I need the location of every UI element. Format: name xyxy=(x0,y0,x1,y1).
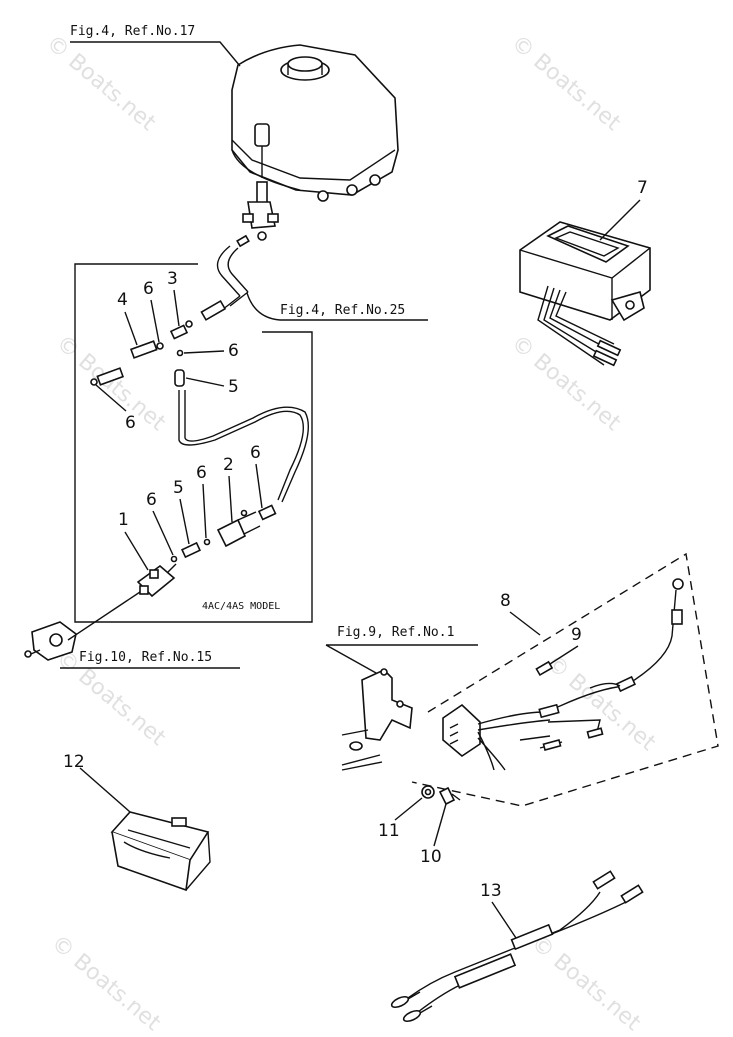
leader-6b xyxy=(183,350,225,354)
oil-tank xyxy=(231,44,399,202)
callout-6b: 6 xyxy=(228,341,239,361)
part-6-clip-b xyxy=(90,378,98,386)
leader-pump-to-bracket xyxy=(67,591,141,641)
leader-7 xyxy=(599,199,641,241)
callout-3: 3 xyxy=(167,269,178,289)
part-6-clip-g xyxy=(170,555,178,563)
tank-valve xyxy=(236,181,279,248)
leader-5b xyxy=(179,498,190,545)
leader-8 xyxy=(509,611,541,636)
callout-6c: 6 xyxy=(125,413,136,433)
watermark-bottom-right: © Boats.net xyxy=(526,930,645,1036)
mounting-bracket xyxy=(341,668,413,771)
part-5-hose-low xyxy=(180,541,202,559)
watermark-top-right: © Boats.net xyxy=(506,30,625,136)
callout-12: 12 xyxy=(63,752,85,772)
parts-10-11 xyxy=(421,785,461,806)
hose-tank-to-pipe xyxy=(216,245,249,297)
part-13-lead xyxy=(390,870,644,1023)
part-4-hose xyxy=(129,340,158,359)
callout-9: 9 xyxy=(571,625,582,645)
part-6-clip-h xyxy=(203,538,211,546)
leader-9 xyxy=(549,645,579,665)
callout-5b: 5 xyxy=(173,478,184,498)
part-6-clip-a xyxy=(156,342,164,350)
leader-2 xyxy=(228,475,233,523)
part-6-clip-e xyxy=(257,504,277,521)
callout-11: 11 xyxy=(378,821,400,841)
part-6-clip-f xyxy=(240,509,248,517)
model-note: 4AC/4AS MODEL xyxy=(202,601,280,612)
model-box-outline xyxy=(74,263,313,623)
leader-4 xyxy=(124,311,138,346)
ref-fig4-ref17: Fig.4, Ref.No.17 xyxy=(70,24,195,39)
part-8-harness xyxy=(442,578,684,771)
leader-fig4-ref17 xyxy=(70,41,241,67)
leader-1 xyxy=(124,531,149,571)
callout-2: 2 xyxy=(223,455,234,475)
leader-6a xyxy=(150,299,160,343)
bracket-fig10 xyxy=(24,621,77,661)
leader-3 xyxy=(173,289,180,327)
ref-fig10-ref15: Fig.10, Ref.No.15 xyxy=(79,650,212,665)
leader-12 xyxy=(79,767,131,813)
leader-13 xyxy=(491,901,517,939)
part-4-hose-b xyxy=(96,367,125,386)
part-3-joint xyxy=(169,324,189,340)
leader-6f xyxy=(152,510,174,556)
part-2-filter xyxy=(216,518,247,548)
callout-6e: 6 xyxy=(196,463,207,483)
leader-6e xyxy=(202,483,207,539)
hose-end-sleeve xyxy=(200,299,227,321)
part-8-dashed-box xyxy=(411,552,719,807)
ref-fig4-ref25: Fig.4, Ref.No.25 xyxy=(280,303,405,318)
leader-5a xyxy=(185,377,225,387)
callout-1: 1 xyxy=(118,510,129,530)
callout-10: 10 xyxy=(420,847,442,867)
part-6-clip-d xyxy=(176,349,184,357)
callout-4: 4 xyxy=(117,290,128,310)
watermark-top-left: © Boats.net xyxy=(41,30,160,136)
part-6-clip-c xyxy=(185,320,193,328)
leader-11 xyxy=(394,797,423,821)
callout-13: 13 xyxy=(480,881,502,901)
callout-6f: 6 xyxy=(146,490,157,510)
leader-6d xyxy=(255,463,263,509)
hose-tank-to-pipe-2 xyxy=(221,291,249,311)
fuel-line xyxy=(178,390,310,503)
callout-8: 8 xyxy=(500,591,511,611)
ref-fig9-ref1: Fig.9, Ref.No.1 xyxy=(337,625,454,640)
part-5-hose-top xyxy=(174,369,185,387)
fuel-line-parts xyxy=(90,320,310,598)
leader-fig9-ref1 xyxy=(325,644,478,679)
leader-fig4-ref25 xyxy=(246,292,428,321)
callout-5a: 5 xyxy=(228,377,239,397)
leader-6c xyxy=(95,384,127,412)
callout-6d: 6 xyxy=(250,443,261,463)
part-10-bolt xyxy=(438,786,456,806)
part-12-switch xyxy=(110,811,211,892)
watermark-bottom-left: © Boats.net xyxy=(46,930,165,1036)
callout-6a: 6 xyxy=(143,279,154,299)
callout-7: 7 xyxy=(637,178,648,198)
part-7-unit xyxy=(519,221,651,367)
leader-10 xyxy=(433,803,447,847)
